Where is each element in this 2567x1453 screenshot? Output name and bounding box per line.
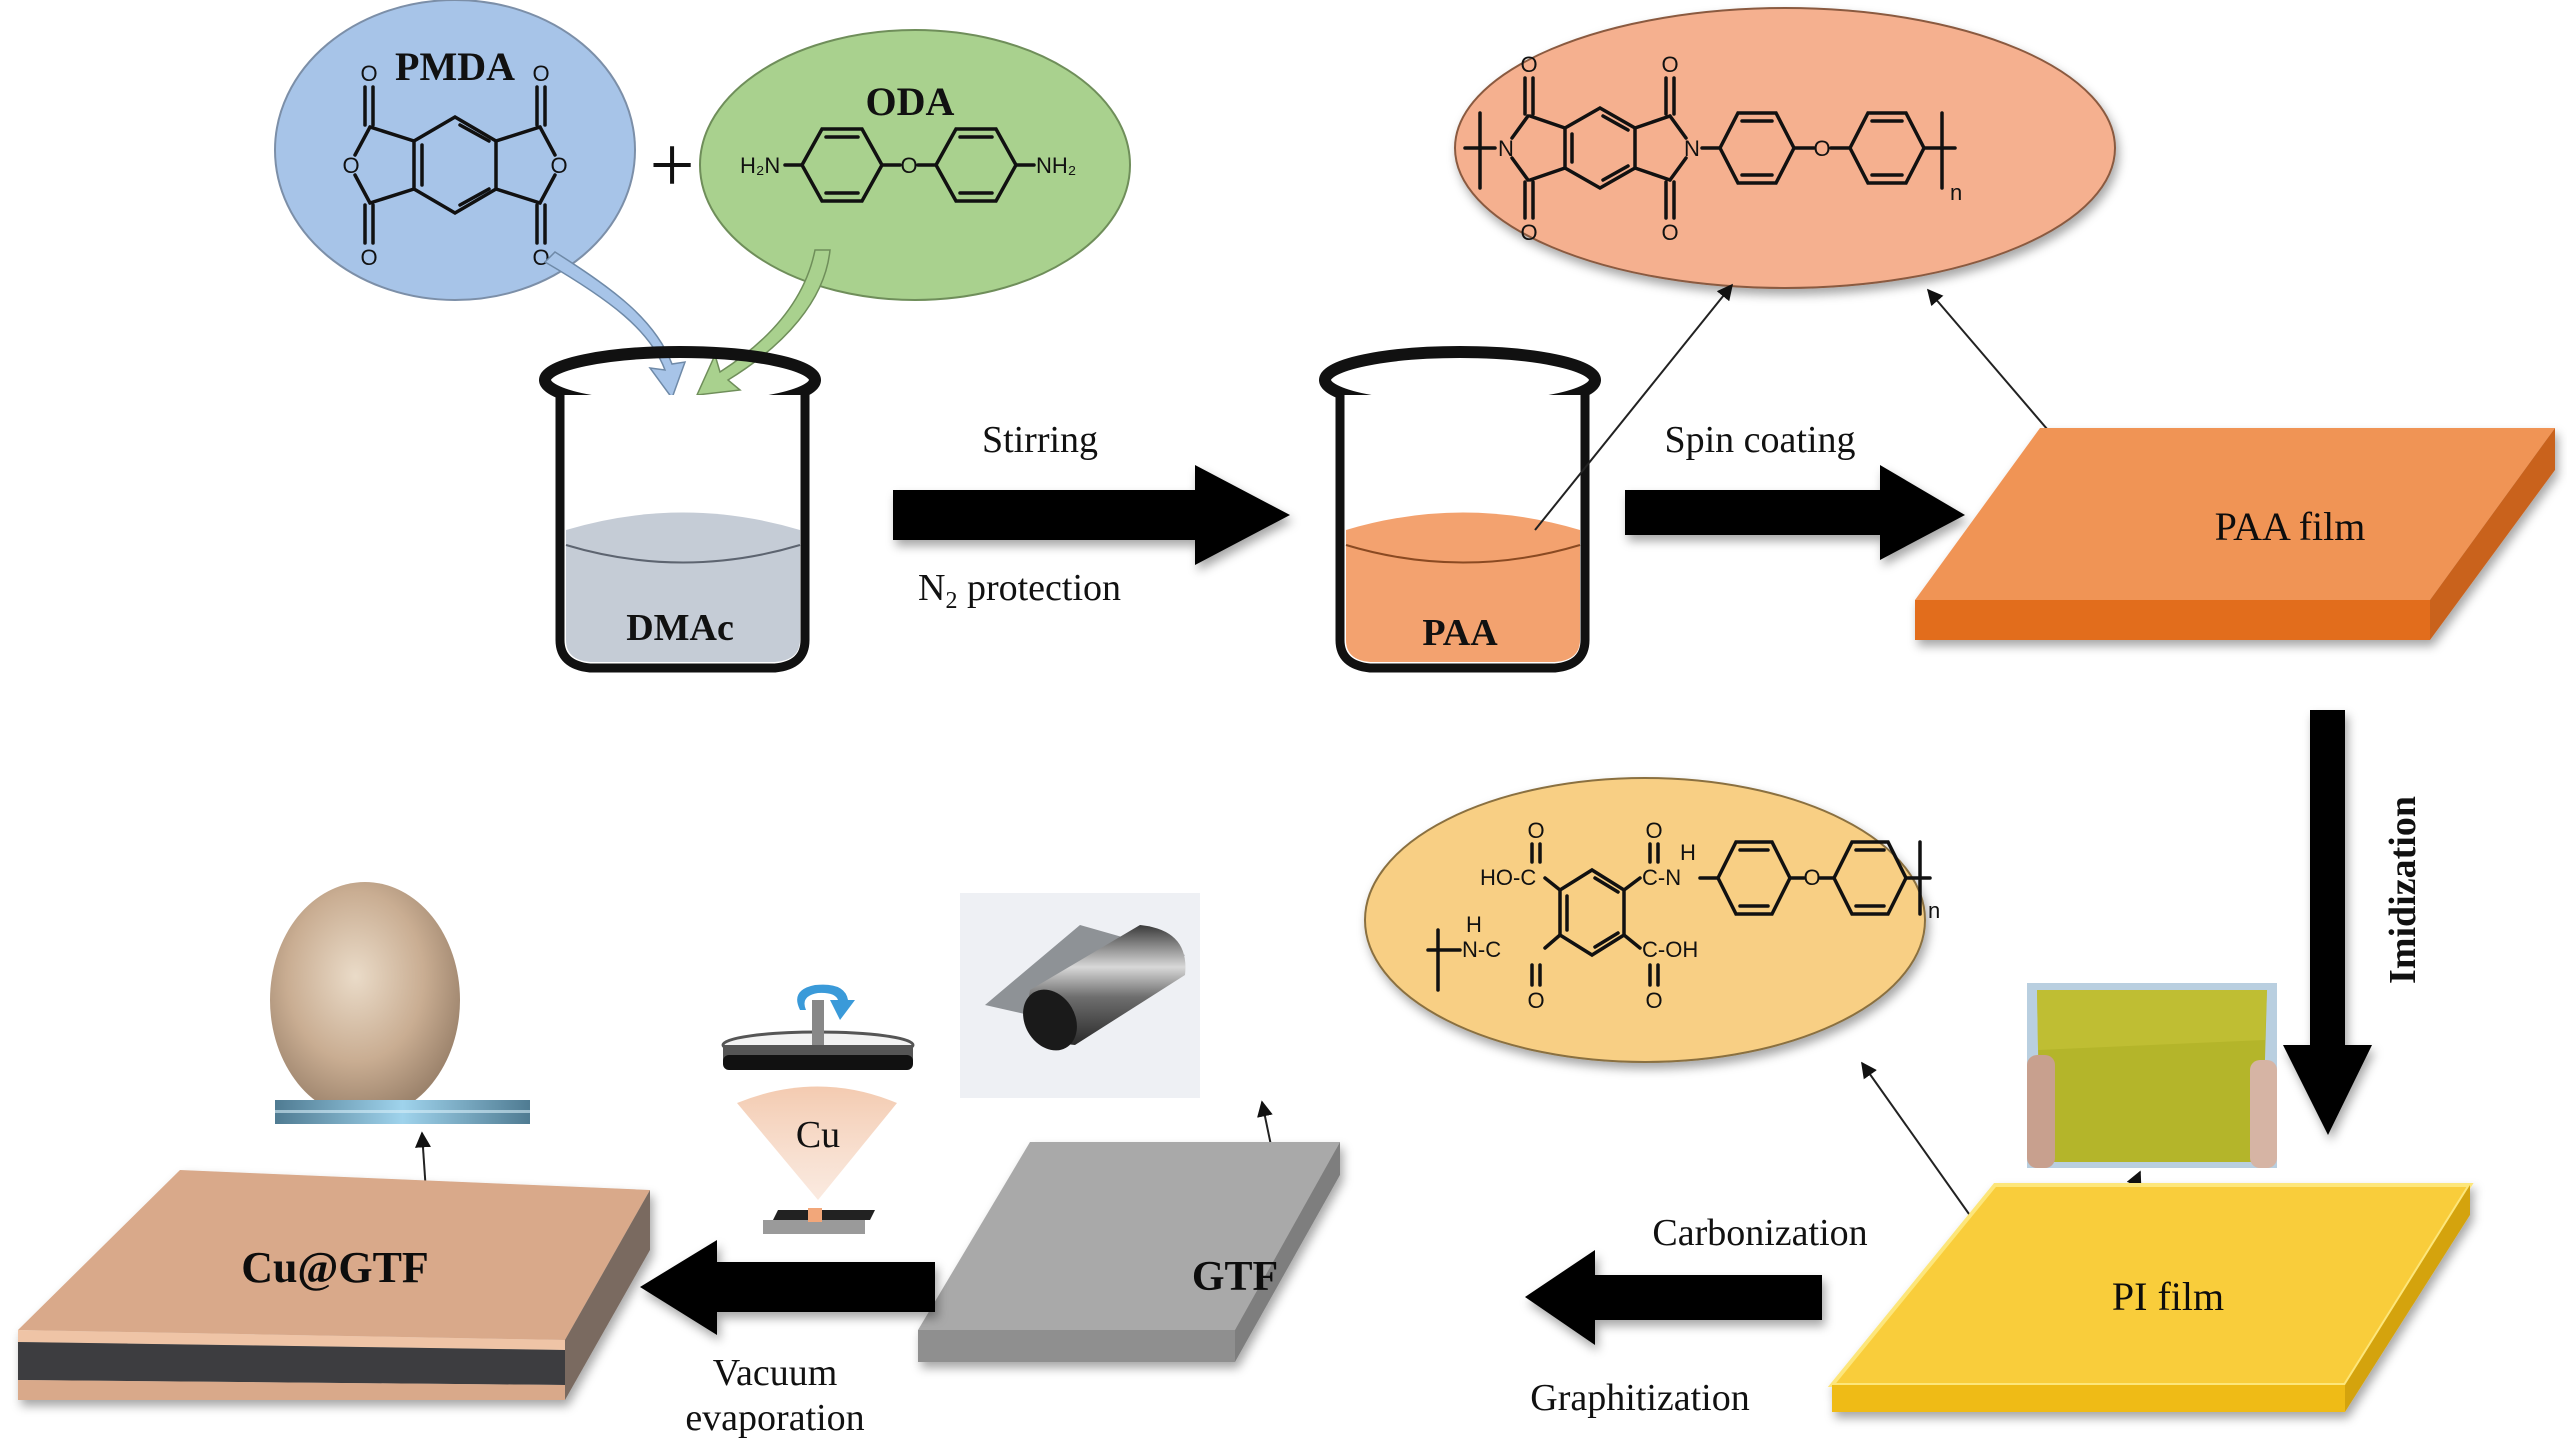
- stirring-label: Stirring: [982, 419, 1098, 461]
- cu-label: Cu: [796, 1114, 840, 1156]
- dmac-liquid: [566, 512, 800, 662]
- svg-text:O: O: [1813, 136, 1830, 161]
- pi-film-photo: [2027, 983, 2277, 1168]
- svg-text:H: H: [1680, 840, 1696, 865]
- cu-gtf-photo: [270, 882, 530, 1124]
- oda-ellipse: [699, 29, 1131, 301]
- stirring-arrow: [893, 465, 1290, 565]
- svg-text:n: n: [1950, 180, 1962, 205]
- svg-text:O: O: [532, 245, 549, 270]
- pmda-bubble: PMDA O O O O O O: [274, 0, 636, 301]
- svg-text:C-OH: C-OH: [1642, 937, 1698, 962]
- gtf-film: GTF: [918, 1142, 1340, 1362]
- vacuum-label: Vacuum: [713, 1352, 838, 1394]
- svg-text:H: H: [1466, 912, 1482, 937]
- svg-text:O: O: [900, 153, 917, 178]
- gtf-label: GTF: [1192, 1254, 1278, 1300]
- svg-text:O: O: [360, 61, 377, 86]
- paa-label: PAA: [1422, 612, 1498, 654]
- svg-text:O: O: [1661, 220, 1678, 245]
- svg-text:O: O: [1527, 988, 1544, 1013]
- dmac-label: DMAc: [626, 607, 734, 649]
- paa-film: PAA film: [1915, 428, 2555, 640]
- beaker-dmac: DMAc: [539, 346, 821, 673]
- svg-text:H₂N: H₂N: [740, 153, 780, 178]
- svg-text:NH₂: NH₂: [1036, 153, 1076, 178]
- paa-pointer-line: [1534, 283, 1734, 531]
- imidization-arrow: [2283, 710, 2372, 1135]
- svg-text:HO-C: HO-C: [1480, 865, 1536, 890]
- svg-text:O: O: [1803, 865, 1820, 890]
- svg-text:O: O: [1520, 220, 1537, 245]
- cu-gtf-label: Cu@GTF: [241, 1243, 429, 1292]
- oda-bubble: ODA H₂N O NH₂: [699, 29, 1131, 301]
- svg-text:O: O: [1661, 52, 1678, 77]
- pi-film: PI film: [1827, 1183, 2474, 1412]
- polyimide-bubble: N O O O O N O: [1454, 7, 2116, 289]
- svg-text:O: O: [1527, 818, 1544, 843]
- spin-coating-arrow: [1625, 465, 1965, 560]
- n2-protection-label: N2 protection: [918, 567, 1121, 614]
- polyamic-acid-bubble: HO-C O C-N O H O n: [1364, 777, 1940, 1063]
- svg-text:N: N: [1684, 136, 1700, 161]
- carbonization-arrow: [1525, 1250, 1822, 1345]
- gtf-photo: [960, 893, 1200, 1098]
- plus-sign: +: [649, 122, 694, 210]
- svg-text:O: O: [360, 245, 377, 270]
- svg-text:N: N: [1498, 136, 1514, 161]
- svg-text:n: n: [1928, 898, 1940, 923]
- carbonization-label: Carbonization: [1652, 1212, 1867, 1254]
- svg-text:C-N: C-N: [1642, 865, 1681, 890]
- graphitization-label: Graphitization: [1530, 1377, 1749, 1419]
- beaker-paa: PAA: [1319, 346, 1601, 673]
- svg-text:O: O: [1520, 52, 1537, 77]
- pmda-pour-arrow: [543, 251, 687, 400]
- oda-pour-arrow: [695, 249, 831, 396]
- svg-text:O: O: [550, 153, 567, 178]
- svg-text:O: O: [532, 61, 549, 86]
- oda-structure: H₂N O NH₂: [740, 127, 1076, 203]
- pmda-label: PMDA: [395, 44, 515, 89]
- imidization-step: Imidization: [2283, 710, 2424, 1135]
- pmda-structure: O O O O O O: [342, 61, 567, 270]
- stirring-step: Stirring N2 protection: [893, 419, 1290, 614]
- spin-coating-step: Spin coating: [1625, 419, 1965, 560]
- cu-plume: [737, 1086, 897, 1200]
- carbonization-step: Carbonization Graphitization: [1525, 1212, 1868, 1419]
- svg-text:O: O: [342, 153, 359, 178]
- cu-evaporator: Cu: [721, 984, 915, 1234]
- svg-text:N-C: N-C: [1462, 937, 1501, 962]
- rotation-shaft: [812, 1000, 824, 1045]
- pi-film-label: PI film: [2112, 1274, 2224, 1319]
- rotation-icon: [797, 984, 855, 1020]
- oda-label: ODA: [866, 79, 955, 124]
- paa-film-label: PAA film: [2215, 504, 2366, 549]
- spin-coating-label: Spin coating: [1664, 419, 1855, 461]
- cu-gtf-film: Cu@GTF: [18, 1170, 650, 1400]
- polyimide-structure: N O O O O N O: [1463, 52, 1962, 245]
- evaporation-label: evaporation: [685, 1397, 864, 1439]
- paa-liquid: [1346, 512, 1580, 662]
- svg-text:O: O: [1645, 818, 1662, 843]
- svg-text:O: O: [1645, 988, 1662, 1013]
- vacuum-evaporation-arrow: [640, 1240, 935, 1335]
- vacuum-evaporation-step: Vacuum evaporation: [640, 1240, 935, 1439]
- polyamic-acid-structure: HO-C O C-N O H O n: [1426, 818, 1940, 1013]
- imidization-label: Imidization: [2382, 796, 2424, 984]
